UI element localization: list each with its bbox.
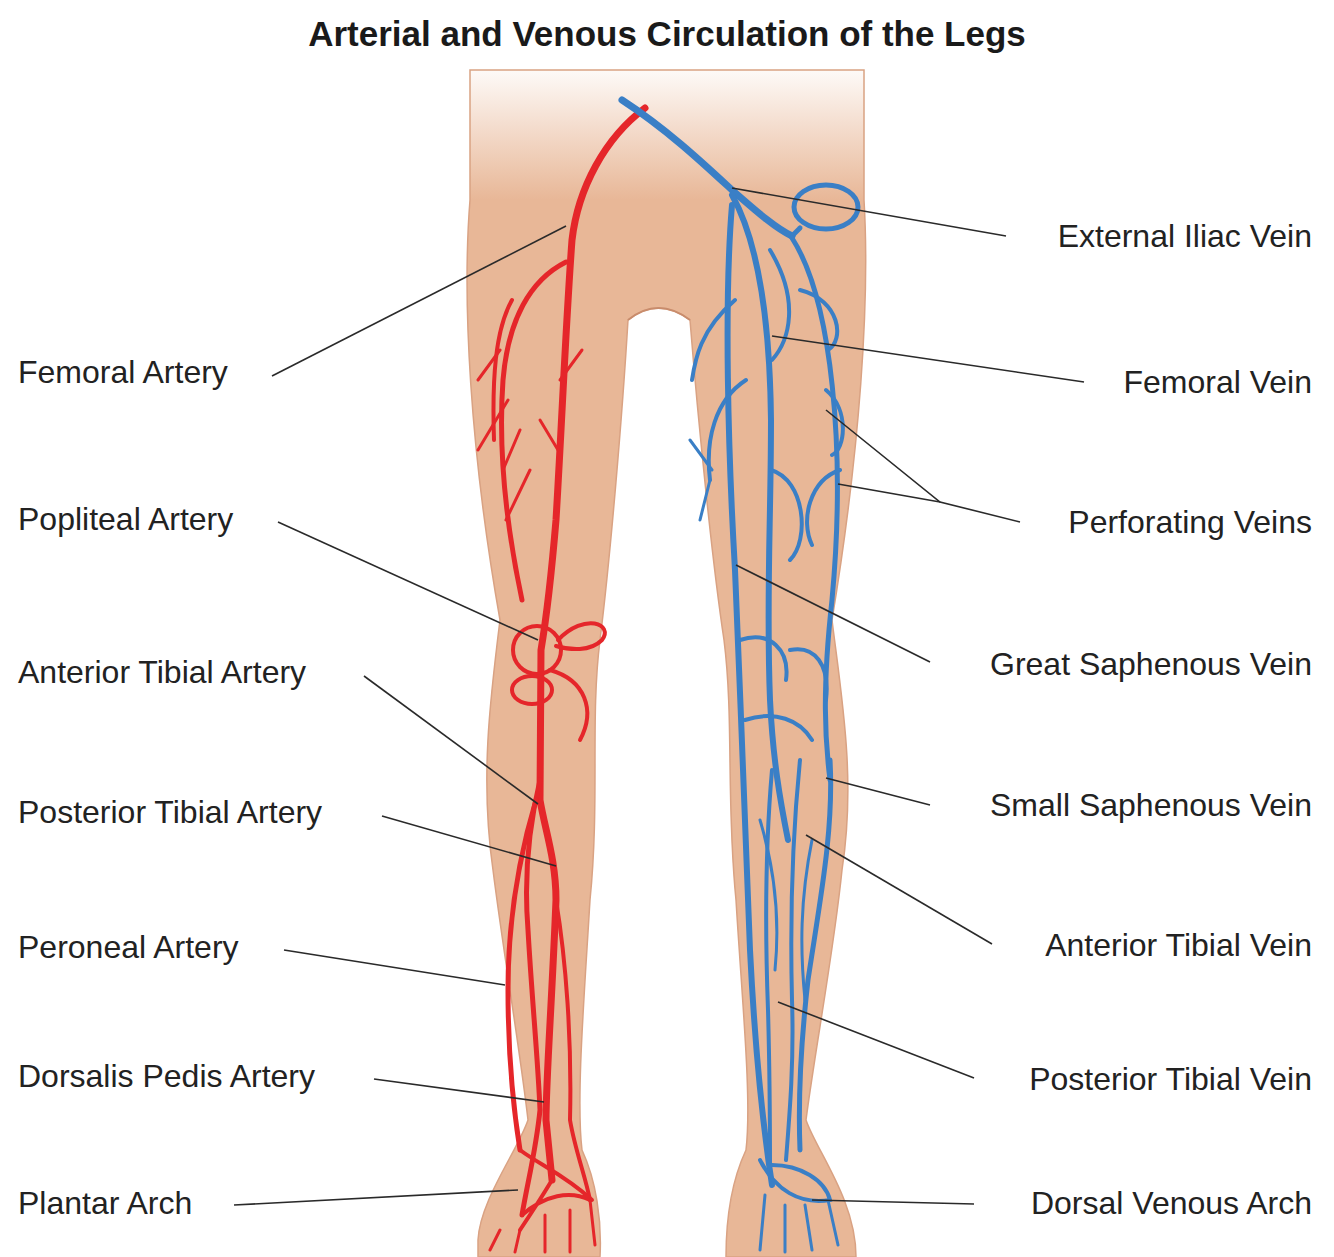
vein-label: Femoral Vein bbox=[1123, 363, 1312, 401]
leader-lines bbox=[234, 188, 1084, 1205]
crotch-shadow bbox=[628, 308, 690, 320]
vein-label: Dorsal Venous Arch bbox=[1031, 1184, 1312, 1222]
diagram-title: Arterial and Venous Circulation of the L… bbox=[0, 12, 1334, 56]
artery-label: Plantar Arch bbox=[18, 1184, 192, 1222]
vein-label: Posterior Tibial Vein bbox=[1029, 1060, 1312, 1098]
vein-label: Great Saphenous Vein bbox=[990, 645, 1312, 683]
artery-label: Femoral Artery bbox=[18, 353, 228, 391]
arteries bbox=[478, 108, 645, 1252]
artery-label: Peroneal Artery bbox=[18, 928, 239, 966]
vein-label: External Iliac Vein bbox=[1058, 217, 1312, 255]
veins bbox=[622, 100, 858, 1252]
vein-label: Small Saphenous Vein bbox=[990, 786, 1312, 824]
artery-label: Anterior Tibial Artery bbox=[18, 653, 306, 691]
vein-label: Anterior Tibial Vein bbox=[1045, 926, 1312, 964]
vein-label: Perforating Veins bbox=[1068, 503, 1312, 541]
artery-label: Posterior Tibial Artery bbox=[18, 793, 322, 831]
artery-label: Popliteal Artery bbox=[18, 500, 233, 538]
artery-label: Dorsalis Pedis Artery bbox=[18, 1057, 315, 1095]
legs-outline bbox=[467, 70, 866, 1257]
